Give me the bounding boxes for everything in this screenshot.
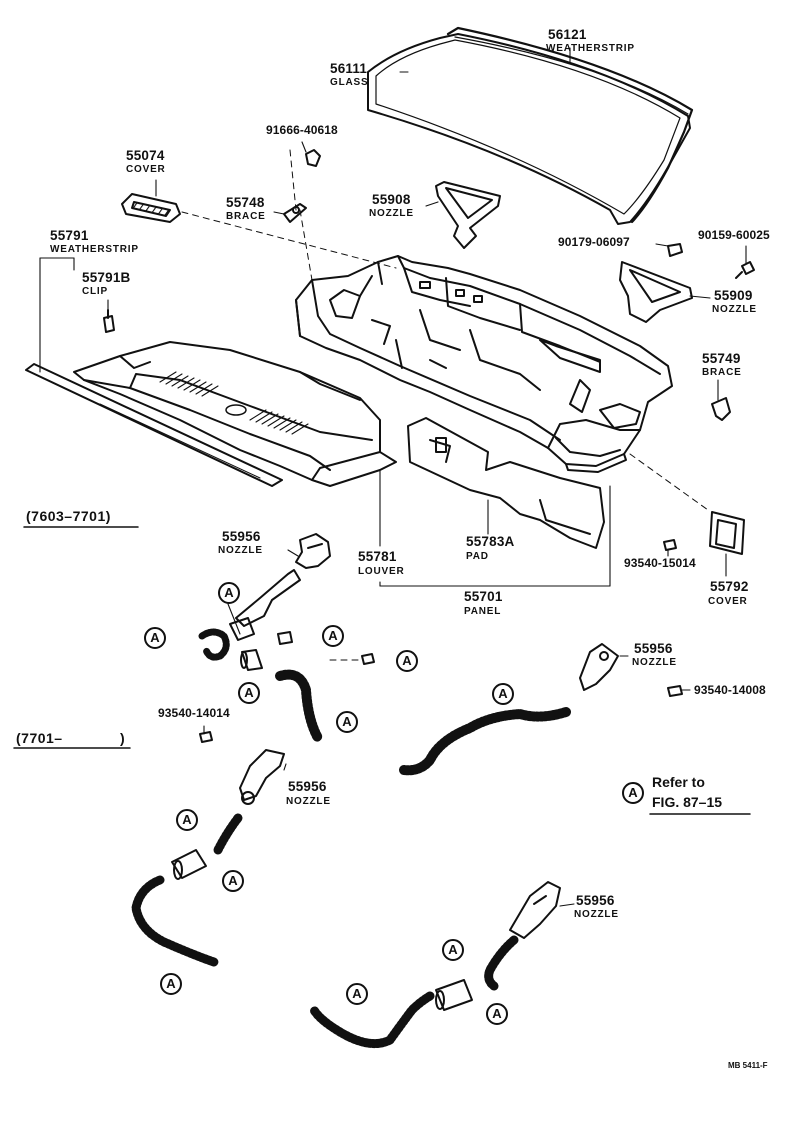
part-55956-d-name: NOZZLE (574, 909, 619, 920)
part-93540-15014-number: 93540-15014 (624, 556, 696, 570)
louver (73, 341, 397, 487)
connector-upper (240, 649, 263, 671)
part-55956-a-name: NOZZLE (218, 545, 263, 556)
ref-a-marker: A (492, 683, 514, 705)
hose-upper-middle (275, 669, 323, 743)
clip-55791b (103, 309, 115, 333)
part-55956-b-name: NOZZLE (632, 657, 677, 668)
pad (407, 417, 605, 549)
part-55749-number: 55749 (702, 351, 741, 366)
hose-middle-left (131, 813, 243, 967)
part-55748-number: 55748 (226, 195, 265, 210)
nozzle-55956-middle (239, 749, 285, 805)
ref-a-marker: A (160, 973, 182, 995)
part-55792-name: COVER (708, 596, 748, 607)
range-label-7603-7701: (7603–7701) (26, 508, 111, 524)
cowl-panel-assembly (295, 255, 673, 473)
connector-lower (435, 979, 473, 1011)
part-55781-name: LOUVER (358, 566, 405, 577)
part-55783a-name: PAD (466, 551, 489, 562)
cover-55074 (121, 193, 181, 223)
screw-15014 (663, 539, 677, 551)
windshield-glass (367, 26, 694, 225)
range-label-7701: (7701– (16, 730, 63, 746)
part-55074-number: 55074 (126, 148, 165, 163)
connector-middle-left (171, 849, 207, 880)
part-55791b-name: CLIP (82, 286, 108, 297)
part-93540-14008-number: 93540-14008 (694, 683, 766, 697)
part-55749-name: BRACE (702, 367, 742, 378)
part-90159-number: 90159-60025 (698, 228, 770, 242)
part-55748-name: BRACE (226, 211, 266, 222)
part-55701-number: 55701 (464, 589, 503, 604)
part-55783a-number: 55783A (466, 534, 515, 549)
ref-a-marker: A (336, 711, 358, 733)
hose-upper-left (198, 628, 230, 661)
range-label-close-paren: ) (120, 730, 126, 746)
part-91666-number: 91666-40618 (266, 123, 338, 137)
ref-a-marker: A (486, 1003, 508, 1025)
nozzle-55956-lower (509, 881, 561, 939)
ref-a-marker: A (144, 627, 166, 649)
nozzle-55908 (435, 181, 501, 249)
part-55791-number: 55791 (50, 228, 89, 243)
part-56121-number: 56121 (548, 27, 587, 42)
part-55956-c-number: 55956 (288, 779, 327, 794)
part-56111-number: 56111 (330, 61, 368, 76)
ref-a-marker: A (218, 582, 240, 604)
ref-a-marker: A (222, 870, 244, 892)
ref-a-marker: A (238, 682, 260, 704)
nozzle-55956-right (579, 643, 619, 691)
part-55956-b-number: 55956 (634, 641, 673, 656)
part-55792-number: 55792 (710, 579, 749, 594)
screws (667, 243, 755, 279)
part-55956-d-number: 55956 (576, 893, 615, 908)
part-55791-name: WEATHERSTRIP (50, 244, 139, 255)
part-55909-name: NOZZLE (712, 304, 757, 315)
part-55956-c-name: NOZZLE (286, 796, 331, 807)
part-55074-name: COVER (126, 164, 166, 175)
part-55701-name: PANEL (464, 606, 502, 617)
ref-symbol-legend: A (622, 782, 644, 804)
weatherstrip-strip (25, 363, 283, 487)
part-55956-a-number: 55956 (222, 529, 261, 544)
part-56111-name: GLASS (330, 77, 369, 88)
cover-55792 (709, 511, 745, 555)
ref-a-marker: A (176, 809, 198, 831)
reference-line2: FIG. 87–15 (652, 794, 723, 810)
brace-55749 (711, 397, 731, 421)
part-55781-number: 55781 (358, 549, 397, 564)
brace-55748 (283, 149, 321, 223)
nozzle-55956-upper (229, 533, 331, 641)
part-55791b-number: 55791B (82, 270, 131, 285)
nozzle-55909 (619, 261, 693, 323)
ref-a-marker: A (396, 650, 418, 672)
drawing-code: MB 5411-F (728, 1061, 768, 1070)
part-93540-14014-number: 93540-14014 (158, 706, 230, 720)
part-55908-name: NOZZLE (369, 208, 414, 219)
ref-a-marker: A (346, 983, 368, 1005)
part-90179-number: 90179-06097 (558, 235, 630, 249)
reference-line1: Refer to (652, 774, 705, 790)
part-56121-name: WEATHERSTRIP (546, 43, 635, 54)
ref-a-marker: A (442, 939, 464, 961)
ref-a-marker: A (322, 625, 344, 647)
part-55908-number: 55908 (372, 192, 411, 207)
hose-lower (309, 935, 519, 1049)
hose-right (399, 707, 571, 776)
part-55909-number: 55909 (714, 288, 753, 303)
screw-upper (277, 631, 293, 645)
